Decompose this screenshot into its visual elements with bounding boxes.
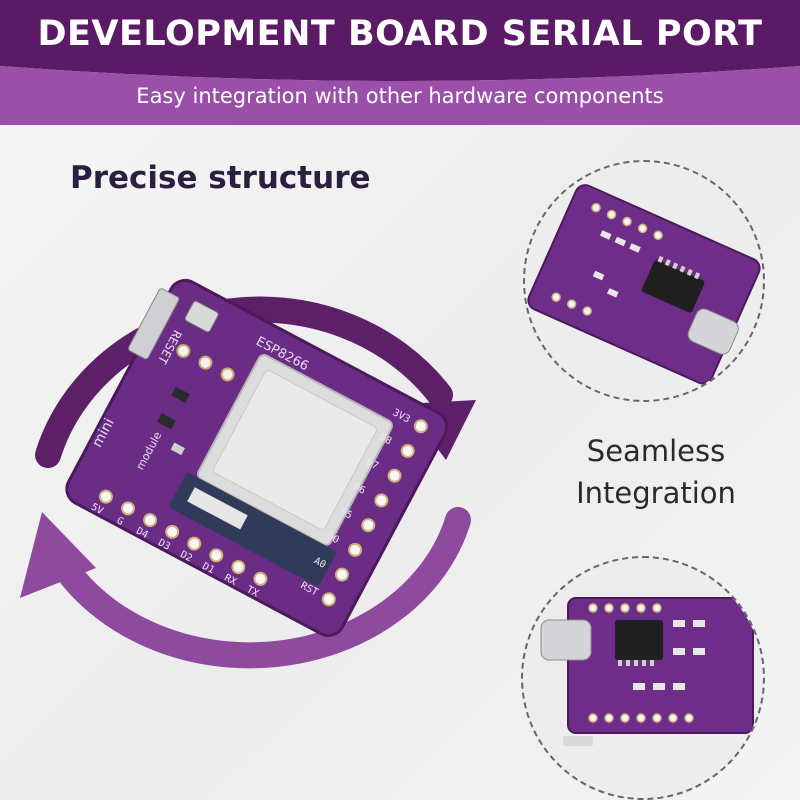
pin-row-right [321,419,428,607]
pin-label: TX [244,584,260,599]
pcb-board: RESET ESP8266 module mini 3V3 D8 D7 D6 D… [65,278,449,637]
inset-bottom-closeup [521,556,765,800]
pin-label: G [115,515,125,528]
header-banner: DEVELOPMENT BOARD SERIAL PORT Easy integ… [0,0,800,125]
banner-shape [0,0,800,125]
reset-button-icon [184,300,219,333]
pin-label: D1 [200,561,216,576]
page-subtitle: Easy integration with other hardware com… [136,84,664,108]
precise-structure-label: Precise structure [70,160,371,196]
pin-header-top [176,343,235,382]
pin-label: D7 [364,457,380,472]
inset-top-closeup [523,160,765,402]
rotation-arrow-bottom-head-icon [20,512,96,598]
pin-row-bottom [98,489,268,586]
chip-icon [615,620,663,660]
usb-c-port-icon [687,308,739,355]
bottom-pin-labels: 5V G D4 D3 D2 D1 RX TX [89,502,260,600]
seamless-line-1: Seamless [586,434,726,468]
usb-port-icon [128,288,180,360]
pin-label: A0 [312,556,328,571]
pin-label: D5 [338,506,354,521]
pin-label: 5V [89,502,105,517]
rotation-arrow-bottom-icon [47,507,471,669]
pin-label: D6 [351,481,367,496]
pin-label: D4 [134,526,150,541]
seamless-integration-label: Seamless Integration [548,430,764,514]
inset-top-board [527,184,761,385]
pin-label: D2 [178,549,194,564]
inset-bottom-board [540,597,754,746]
pin-label: RX [222,573,238,588]
chip-icon [641,260,705,313]
pin-label: D8 [378,432,394,447]
page-title: DEVELOPMENT BOARD SERIAL PORT [37,14,763,54]
pin-label: D3 [156,537,172,552]
usb-c-port-icon [540,619,592,661]
pin-label: D0 [325,531,341,546]
seamless-line-2: Integration [576,476,736,510]
